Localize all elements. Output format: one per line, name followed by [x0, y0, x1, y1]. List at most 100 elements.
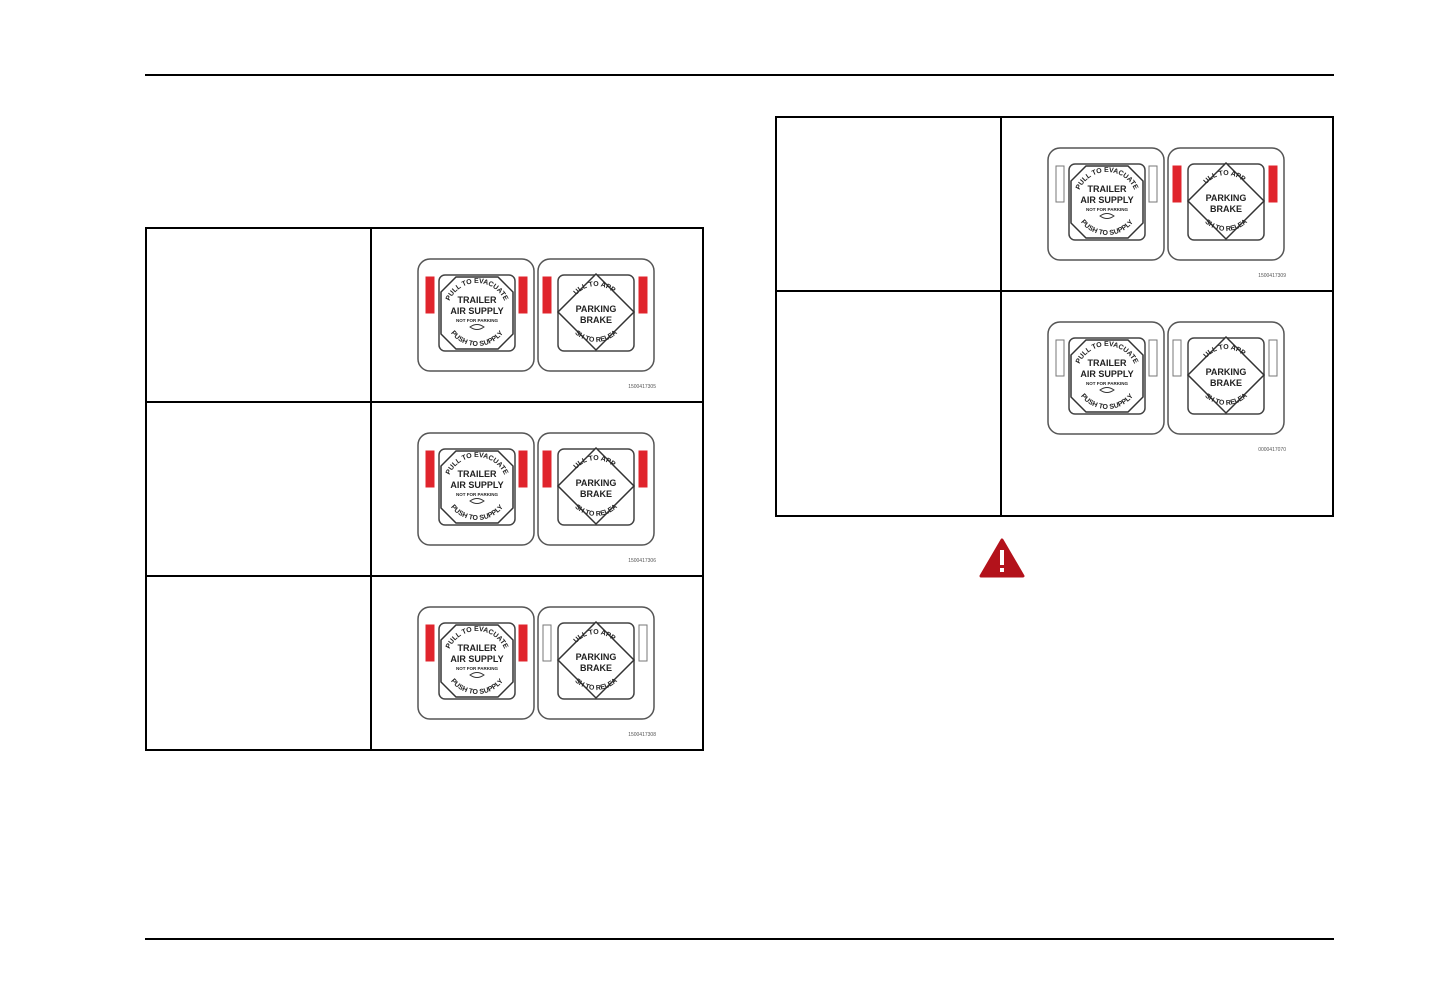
trailer-line1: TRAILER [1088, 184, 1127, 194]
diamond-knob [556, 272, 636, 352]
trailer-indicator-left [425, 450, 435, 488]
trailer-symbol [469, 498, 485, 504]
trailer-indicator-left [1055, 339, 1065, 377]
trailer-indicator-right [1148, 339, 1158, 377]
parking-line1: PARKING [1206, 193, 1247, 203]
trailer-indicator-left [425, 624, 435, 662]
figure-id: 1500417309 [1258, 273, 1286, 279]
parking-line1: PARKING [576, 478, 617, 488]
footer-rule [145, 938, 1334, 940]
figure-id: 1500417306 [628, 558, 656, 564]
trailer-indicator-right [518, 624, 528, 662]
trailer-line3: NOT FOR PARKING [456, 666, 498, 671]
trailer-line2: AIR SUPPLY [1080, 369, 1133, 379]
trailer-symbol [469, 324, 485, 330]
diamond-knob [1186, 335, 1266, 415]
parking-indicator-left [542, 624, 552, 662]
figure-id: 1500417308 [628, 732, 656, 738]
trailer-line1: TRAILER [458, 643, 497, 653]
parking-indicator-right [1268, 165, 1278, 203]
parking-line2: BRAKE [580, 489, 612, 499]
parking-line1: PARKING [576, 304, 617, 314]
diamond-knob [1186, 161, 1266, 241]
parking-line1: PARKING [576, 652, 617, 662]
trailer-line3: NOT FOR PARKING [1086, 207, 1128, 212]
parking-indicator-left [1172, 165, 1182, 203]
parking-indicator-right [638, 450, 648, 488]
trailer-line2: AIR SUPPLY [450, 654, 503, 664]
parking-line1: PARKING [1206, 367, 1247, 377]
trailer-symbol [1099, 213, 1115, 219]
octagon-knob [440, 450, 514, 524]
trailer-indicator-right [518, 276, 528, 314]
row-description [775, 290, 1002, 517]
row-description [145, 575, 372, 751]
trailer-line2: AIR SUPPLY [1080, 195, 1133, 205]
row-description [775, 116, 1002, 292]
parking-indicator-left [542, 276, 552, 314]
figure-id: 0000417070 [1258, 447, 1286, 453]
trailer-line2: AIR SUPPLY [450, 480, 503, 490]
trailer-line2: AIR SUPPLY [450, 306, 503, 316]
row-description [145, 227, 372, 403]
trailer-line1: TRAILER [458, 295, 497, 305]
parking-line2: BRAKE [580, 663, 612, 673]
trailer-indicator-left [425, 276, 435, 314]
trailer-line1: TRAILER [458, 469, 497, 479]
trailer-symbol [1099, 387, 1115, 393]
warning-triangle-icon [979, 538, 1025, 578]
trailer-indicator-left [1055, 165, 1065, 203]
trailer-line1: TRAILER [1088, 358, 1127, 368]
trailer-line3: NOT FOR PARKING [456, 318, 498, 323]
trailer-symbol [469, 672, 485, 678]
parking-line2: BRAKE [580, 315, 612, 325]
row-description [145, 401, 372, 577]
parking-indicator-right [638, 624, 648, 662]
parking-indicator-left [1172, 339, 1182, 377]
trailer-indicator-right [1148, 165, 1158, 203]
trailer-indicator-right [518, 450, 528, 488]
octagon-knob [1070, 339, 1144, 413]
trailer-line3: NOT FOR PARKING [456, 492, 498, 497]
trailer-line3: NOT FOR PARKING [1086, 381, 1128, 386]
figure-id: 1500417305 [628, 384, 656, 390]
diamond-knob [556, 446, 636, 526]
parking-line2: BRAKE [1210, 204, 1242, 214]
parking-indicator-right [638, 276, 648, 314]
parking-indicator-left [542, 450, 552, 488]
octagon-knob [440, 624, 514, 698]
octagon-knob [1070, 165, 1144, 239]
parking-indicator-right [1268, 339, 1278, 377]
